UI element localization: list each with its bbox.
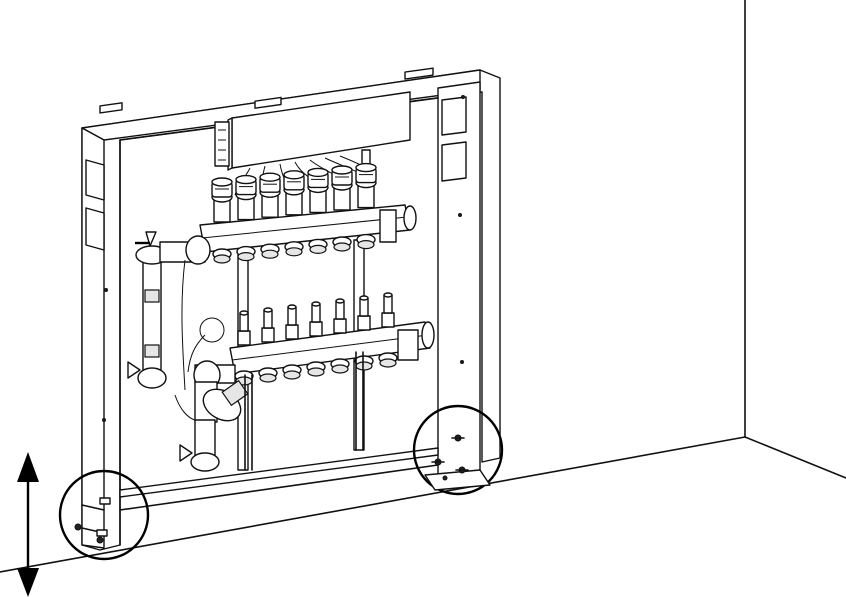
supply-outlet: [212, 248, 232, 264]
thermal-actuator: [307, 167, 329, 214]
return-outlet: [282, 364, 302, 380]
return-outlet: [306, 361, 326, 377]
thermal-actuator: [211, 177, 233, 223]
thermal-actuator: [235, 174, 257, 221]
flow-valve: [285, 304, 299, 340]
flow-valve: [357, 295, 371, 331]
return-manifold: [229, 292, 435, 386]
flow-valve: [381, 292, 395, 328]
thermal-actuator: [259, 172, 281, 218]
supply-outlet: [236, 245, 256, 262]
return-outlet: [330, 358, 350, 374]
supply-manifold: [199, 162, 417, 264]
height-adjust-screws-right: [424, 434, 491, 491]
right-foot-callout: [412, 404, 504, 496]
flow-valve: [237, 310, 251, 346]
return-outlet: [234, 370, 254, 386]
return-outlet: [258, 367, 278, 383]
return-outlet: [378, 352, 398, 368]
room-wall: [0, 0, 846, 573]
flow-valve: [261, 307, 275, 343]
return-outlet: [354, 355, 374, 371]
thermal-actuator: [283, 170, 305, 216]
left-foot-callout: [58, 469, 150, 561]
supply-outlet: [332, 236, 352, 252]
cabinet-frame: [81, 67, 501, 551]
flow-valve: [309, 301, 323, 337]
supply-outlet: [356, 233, 376, 250]
left-supply-piping: [127, 231, 225, 391]
left-return-piping: [174, 360, 249, 472]
vertical-double-arrow: [17, 452, 39, 597]
supply-outlet: [260, 243, 280, 259]
thermal-actuator: [355, 162, 377, 209]
thermal-actuator: [331, 165, 353, 211]
supply-outlet: [308, 238, 328, 254]
outlet-pipes: [244, 351, 364, 471]
height-adjust-screws-left: [74, 497, 111, 544]
flow-valve: [333, 298, 347, 334]
supply-outlet: [284, 241, 304, 257]
